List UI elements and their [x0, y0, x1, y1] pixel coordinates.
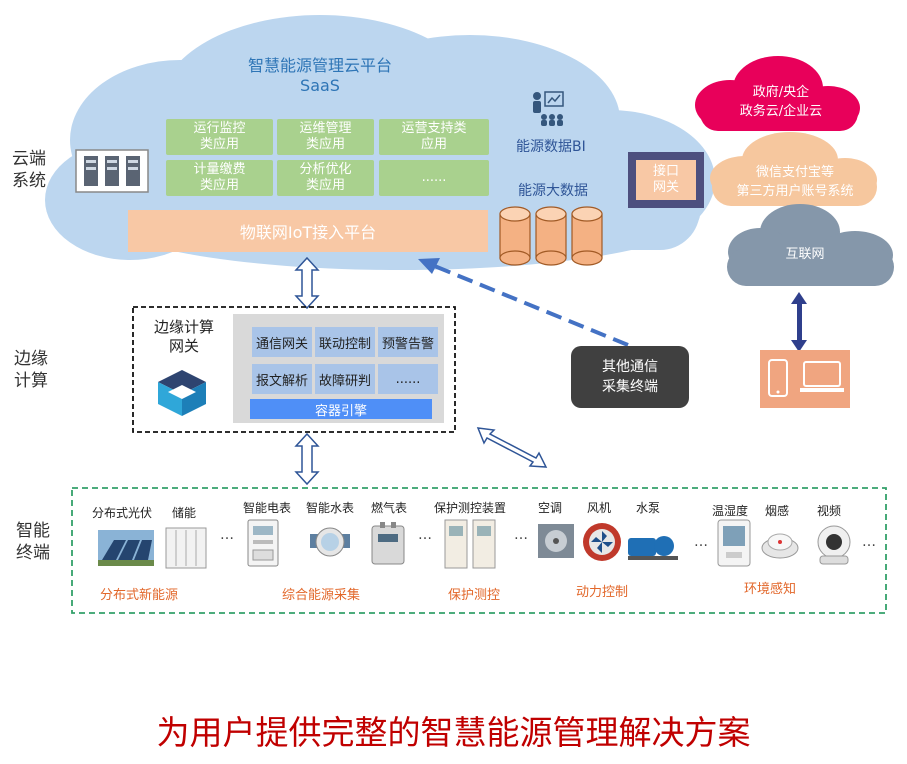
thirdparty-cloud-label: 微信支付宝等第三方用户账号系统 [736, 165, 854, 199]
terminal-label-smoke: 烟感 [765, 504, 790, 518]
thermo-hygrometer-icon [717, 519, 751, 567]
fan-icon [583, 523, 621, 561]
app-tile-maintenance[interactable]: 运维管理类应用 [277, 119, 374, 155]
terminal-label-thermo: 温湿度 [712, 504, 749, 518]
edge-cell-alarm[interactable]: 预警告警 [378, 327, 438, 357]
other-terminal-dashed-arrow [418, 258, 629, 347]
energy-storage-icon [165, 527, 207, 569]
cloud-platform-subtitle: SaaS [300, 76, 340, 95]
edge-cell-fault-analysis[interactable]: 故障研判 [315, 364, 375, 394]
device-panel [760, 350, 850, 408]
terminal-ellipsis: … [862, 534, 877, 550]
terminal-frame [71, 487, 887, 614]
layer-label-terminal: 智能终端 [16, 521, 50, 563]
server-rack-icon [75, 149, 149, 193]
cloud-edge-arrow [294, 256, 320, 310]
internet-device-arrow [791, 292, 807, 352]
air-conditioner-icon [538, 524, 574, 558]
edge-cell-parsing[interactable]: 报文解析 [252, 364, 312, 394]
terminal-label-water-meter: 智能水表 [306, 501, 355, 515]
edge-gateway-title: 边缘计算网关 [153, 318, 214, 355]
water-pump-icon [628, 536, 678, 560]
terminal-label-fan: 风机 [587, 501, 612, 515]
category-environment: 环境感知 [744, 582, 797, 597]
camera-icon [817, 525, 851, 565]
electric-meter-icon [247, 519, 279, 567]
interface-gateway-label: 接口网关 [652, 164, 679, 195]
category-energy-collection: 综合能源采集 [282, 588, 361, 603]
terminal-label-pump: 水泵 [636, 501, 661, 515]
interface-gateway-box [628, 152, 704, 208]
container-engine-bar[interactable]: 容器引擎 [250, 399, 432, 419]
edge-cell-comm-gateway[interactable]: 通信网关 [252, 327, 312, 357]
layer-label-cloud: 云端系统 [12, 149, 46, 191]
terminal-label-pv: 分布式光伏 [92, 506, 153, 520]
terminal-ellipsis: … [694, 534, 709, 550]
terminal-label-storage: 储能 [172, 506, 197, 520]
database-icon [499, 206, 603, 266]
edge-other-diagonal-arrow [476, 427, 548, 468]
layer-label-edge: 边缘计算 [14, 349, 48, 391]
edge-cell-more[interactable]: ...... [378, 364, 438, 394]
terminal-label-electric-meter: 智能电表 [243, 501, 292, 515]
app-tile-operations[interactable]: 运营支持类应用 [379, 119, 489, 155]
edge-cell-linkage-control[interactable]: 联动控制 [315, 327, 375, 357]
smoke-detector-icon [761, 533, 799, 559]
internet-cloud-label: 互联网 [785, 246, 825, 262]
edge-terminal-arrow [294, 432, 320, 486]
footer-slogan: 为用户提供完整的智慧能源管理解决方案 [156, 713, 751, 752]
terminal-ellipsis: … [418, 527, 433, 543]
energy-bi-label: 能源数据BI [516, 139, 586, 155]
category-new-energy: 分布式新能源 [100, 588, 179, 603]
app-tile-metering[interactable]: 计量缴费类应用 [166, 160, 273, 196]
terminal-label-protection: 保护测控装置 [434, 501, 507, 515]
category-protection: 保护测控 [448, 588, 501, 603]
iot-platform-bar[interactable]: 物联网IoT接入平台 [128, 210, 488, 252]
terminal-ellipsis: … [220, 527, 235, 543]
energy-bigdata-label: 能源大数据 [518, 183, 588, 199]
app-tile-monitoring[interactable]: 运行监控类应用 [166, 119, 273, 155]
protection-device-icon [444, 519, 496, 569]
gov-cloud-label: 政府/央企政务云/企业云 [739, 85, 823, 119]
app-tile-more[interactable]: ...... [379, 160, 489, 196]
internet-cloud [727, 204, 894, 286]
gas-meter-icon [371, 522, 405, 565]
terminal-ellipsis: … [514, 527, 529, 543]
cloud-platform-title: 智慧能源管理云平台 SaaS [220, 56, 420, 96]
other-terminal-box[interactable]: 其他通信采集终端 [571, 346, 689, 408]
terminal-label-video: 视频 [817, 504, 842, 518]
terminal-label-ac: 空调 [538, 501, 563, 515]
solar-panel-icon [98, 530, 154, 566]
terminal-label-gas-meter: 燃气表 [371, 501, 408, 515]
water-meter-icon [310, 527, 350, 557]
bi-presentation-icon [533, 91, 564, 126]
edge-frame [132, 306, 456, 433]
category-power-control: 动力控制 [576, 585, 629, 600]
app-tile-analysis[interactable]: 分析优化类应用 [277, 160, 374, 196]
edge-gateway-logo [158, 370, 206, 416]
gov-cloud [695, 56, 860, 131]
thirdparty-cloud [710, 132, 877, 206]
